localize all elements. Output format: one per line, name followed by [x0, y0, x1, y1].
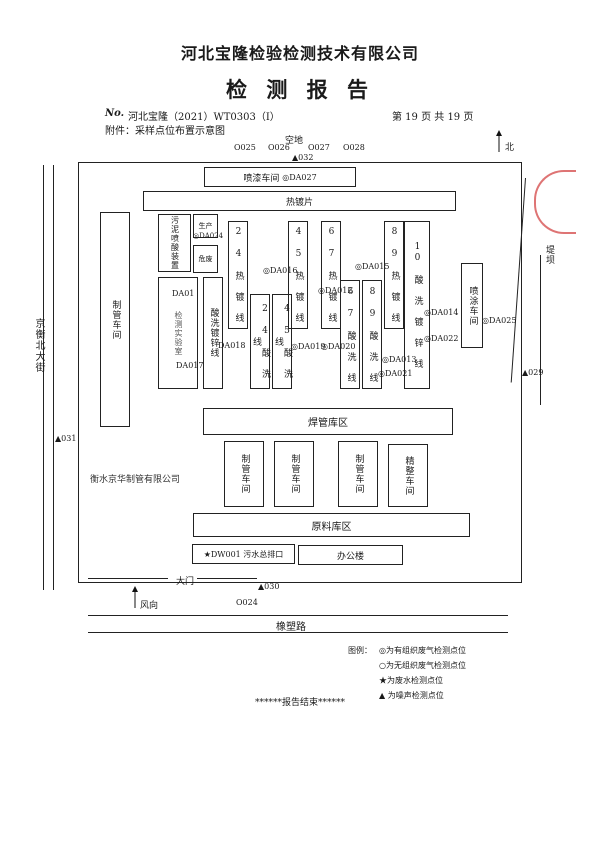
- pipe-workshop-left: 制管车间: [100, 212, 130, 427]
- da025-point: ◎DA025: [482, 316, 517, 325]
- acid-line-89: 8 9 酸 洗 线: [362, 280, 382, 389]
- gate-label: 大门: [176, 577, 195, 587]
- da019-point: ◎DA019: [291, 342, 326, 351]
- noise-point-032: ▲032: [292, 153, 314, 162]
- hot-line-89: 8 9 热 镀 线: [384, 221, 404, 329]
- report-number: 河北宝隆（2021）WT0303（Ⅰ）: [128, 112, 280, 123]
- page-title: 检 测 报 告: [226, 77, 374, 102]
- hot-line-24: 2 4 热 镀 线: [228, 221, 248, 329]
- hot-line-45: 4 5 热 镀 线: [288, 221, 308, 329]
- da027-point: ◎DA027: [282, 172, 317, 182]
- small-building-1: 生产: [193, 214, 218, 238]
- da015-point: ◎DA015: [355, 262, 390, 271]
- right-road-line-2: [540, 255, 541, 405]
- paint-spray-device: 污泥喷酸装置: [158, 214, 191, 272]
- point-027: O027: [308, 143, 330, 152]
- point-028: O028: [343, 143, 365, 152]
- drainage-outlet: ★DW001 污水总排口: [192, 544, 295, 564]
- left-road-label: 京衡北大街: [33, 318, 44, 373]
- legend-item-noise: ▲ 为噪声检测点位: [379, 691, 444, 700]
- hot-line-67: 6 7 热 镀 线: [321, 221, 341, 329]
- page-info: 第 19 页 共 19 页: [392, 112, 474, 123]
- spray-coat-workshop: 喷涂车间: [461, 263, 483, 348]
- da017-point: DA017: [176, 361, 204, 370]
- acid-line-45: 4 5 酸 洗 线: [272, 294, 292, 389]
- spray-paint-workshop: 喷漆车间 ◎DA027: [204, 167, 356, 187]
- noise-point-030: ▲030: [258, 582, 280, 591]
- da016-point: ◎DA016: [263, 266, 298, 275]
- wind-arrow-icon: [130, 586, 140, 608]
- acid-pickling-line-1: 酸洗镀锌线: [203, 277, 223, 389]
- acid-line-67: 6 7 酸 洗 线: [340, 280, 360, 389]
- finishing-workshop: 精整车间: [388, 444, 428, 507]
- factory-boundary: [78, 162, 522, 583]
- da014-point: ◎DA014: [424, 308, 459, 317]
- bottom-road-label: 橡塑路: [276, 622, 306, 633]
- legend-title: 图例：: [348, 646, 372, 655]
- point-025: O025: [234, 143, 256, 152]
- right-road-label: 堤坝: [544, 245, 554, 265]
- pipe-workshop-1: 制管车间: [224, 441, 264, 507]
- wind-label: 风向: [140, 601, 159, 611]
- da012-point: ◎DA012: [318, 286, 353, 295]
- company-label: 衡水京华制管有限公司: [90, 475, 181, 485]
- da024-point: ◎DA024: [193, 232, 224, 240]
- legend-item-unorganized: ○为无组织废气检测点位: [379, 661, 466, 670]
- pipe-workshop-3: 制管车间: [338, 441, 378, 507]
- acid-line-24: 2 4 酸 洗 线: [250, 294, 270, 389]
- legend-item-organized: ◎为有组织废气检测点位: [379, 646, 466, 655]
- da022-point: ◎DA022: [424, 334, 459, 343]
- lab-building: 检测实验室: [158, 277, 198, 389]
- point-024: O024: [236, 598, 258, 607]
- legend-item-wastewater: ★为废水检测点位: [379, 676, 443, 685]
- company-name: 河北宝隆检验检测技术有限公司: [180, 44, 419, 63]
- da018-point: DA018: [218, 341, 246, 350]
- point-026: O026: [268, 143, 290, 152]
- top-empty-label: 空地: [285, 136, 304, 146]
- line-10: 10 酸 洗 镀 锌 线: [404, 221, 430, 389]
- da013-point: ◎DA013: [382, 355, 417, 364]
- north-label: 北: [505, 143, 515, 153]
- small-building-2: 危废: [193, 245, 218, 273]
- attachment-label: 附件：采样点位布置示意图: [105, 126, 225, 137]
- north-arrow-icon: [494, 130, 504, 152]
- red-stamp: [534, 170, 576, 234]
- bottom-road-line-2: [88, 632, 508, 633]
- office-building: 办公楼: [298, 545, 403, 565]
- left-road-line-outer: [43, 165, 44, 590]
- gate-line-left: [88, 578, 168, 579]
- report-number-label: No.: [105, 108, 125, 119]
- da020-point: ◎DA020: [321, 342, 356, 351]
- raw-material-storage: 原料库区: [193, 513, 470, 537]
- welded-pipe-storage: 焊管库区: [203, 408, 453, 435]
- report-end: ******报告结束******: [254, 698, 345, 708]
- bottom-road-line-1: [88, 615, 508, 616]
- da01-point: DA01: [172, 289, 195, 298]
- gate-line-right: [197, 578, 257, 579]
- da021-point: ◎DA021: [378, 369, 413, 378]
- left-road-line-inner: [53, 165, 54, 590]
- pipe-workshop-2: 制管车间: [274, 441, 314, 507]
- noise-point-029: ▲029: [522, 368, 544, 377]
- hot-galv-building: 热镀片: [143, 191, 456, 211]
- noise-point-031: ▲031: [55, 434, 77, 443]
